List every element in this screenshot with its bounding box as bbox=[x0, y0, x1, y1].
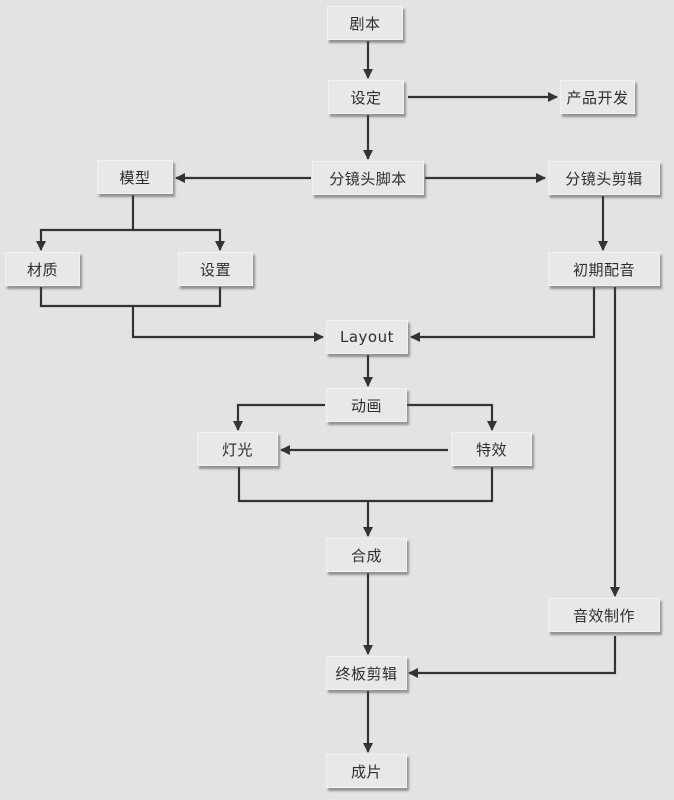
line-lighting-effects-join bbox=[237, 467, 494, 503]
node-compositing[interactable]: 合成 bbox=[326, 538, 407, 572]
arrow-join-to-layout bbox=[131, 306, 324, 342]
node-sound-effects[interactable]: 音效制作 bbox=[548, 598, 660, 632]
node-product-dev[interactable]: 产品开发 bbox=[560, 80, 635, 114]
node-setting[interactable]: 设定 bbox=[328, 80, 404, 114]
node-script[interactable]: 剧本 bbox=[327, 6, 403, 40]
node-model[interactable]: 模型 bbox=[97, 160, 173, 194]
node-material[interactable]: 材质 bbox=[5, 252, 80, 286]
node-effects[interactable]: 特效 bbox=[451, 432, 532, 466]
node-rigging[interactable]: 设置 bbox=[178, 252, 253, 286]
arrow-early-dubbing-to-layout bbox=[410, 287, 596, 342]
node-lighting[interactable]: 灯光 bbox=[197, 432, 278, 466]
line-material-rigging-join bbox=[39, 287, 222, 308]
arrow-model-to-material bbox=[36, 228, 133, 251]
arrow-animation-to-effects bbox=[407, 403, 497, 431]
node-storyboard-script[interactable]: 分镜头脚本 bbox=[312, 161, 424, 195]
node-storyboard-edit[interactable]: 分镜头剪辑 bbox=[548, 161, 660, 195]
arrow-sound-effects-to-final-edit bbox=[408, 636, 617, 678]
node-early-dubbing[interactable]: 初期配音 bbox=[548, 252, 660, 286]
node-animation[interactable]: 动画 bbox=[326, 388, 407, 422]
arrow-model-to-rigging bbox=[133, 228, 225, 251]
arrow-animation-to-lighting bbox=[233, 403, 325, 431]
node-layout[interactable]: Layout bbox=[326, 320, 408, 354]
node-final-film[interactable]: 成片 bbox=[326, 754, 407, 788]
node-final-edit[interactable]: 终板剪辑 bbox=[326, 656, 407, 690]
